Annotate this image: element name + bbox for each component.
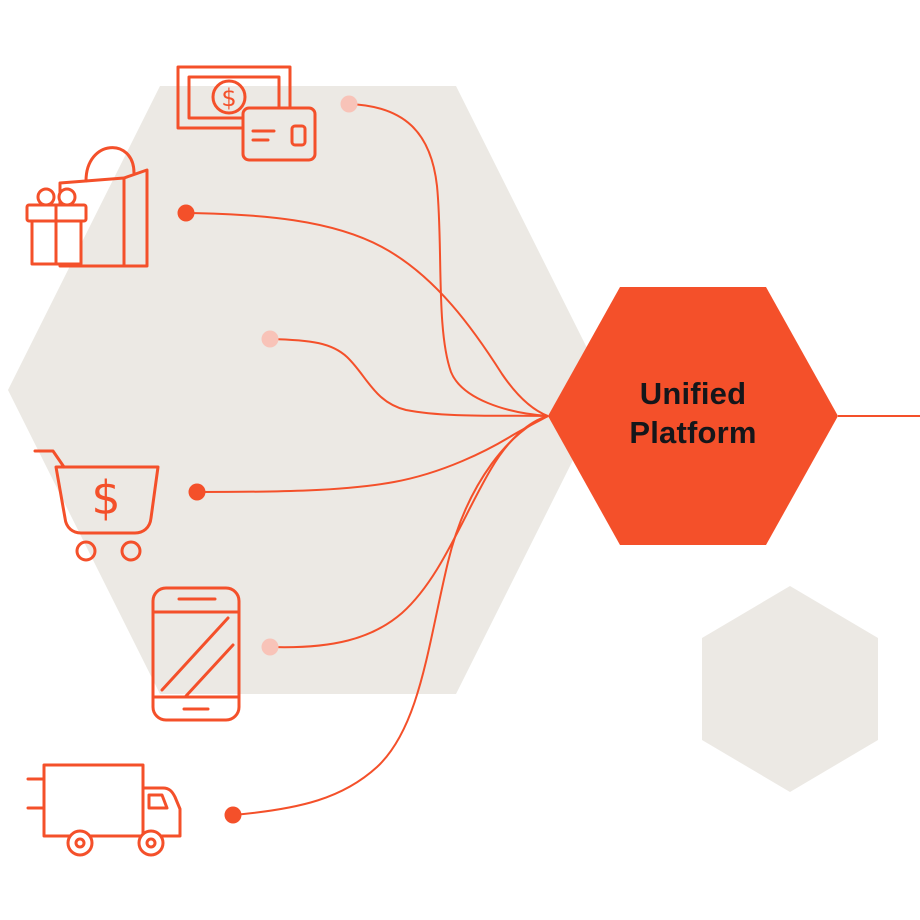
dot-cart <box>188 483 206 501</box>
connector-truck <box>232 415 549 816</box>
truck-cargo-box <box>42 763 145 838</box>
cart-dollar-symbol: $ <box>91 471 120 525</box>
cart-wheel-right <box>120 540 142 562</box>
cart-basket <box>54 465 160 535</box>
connector-banknote <box>348 103 549 417</box>
truck-cab <box>141 786 182 838</box>
truck-wheel-front <box>137 829 165 857</box>
phone-screen-slash-long <box>160 616 230 692</box>
gift-bow-right <box>57 187 77 207</box>
cart-wheel-left <box>75 540 97 562</box>
dot-phone <box>261 638 279 656</box>
dot-middle <box>261 330 279 348</box>
center-node-label-line1: Unified <box>639 376 747 411</box>
truck-cab-window <box>147 793 169 810</box>
banknote-dollar-symbol: $ <box>221 84 236 112</box>
phone-screen-slash-short <box>184 643 235 698</box>
truck-wheel-rear <box>66 829 94 857</box>
unified-platform-hexagon <box>548 287 838 545</box>
shopping-cart-icon: $ <box>33 449 160 562</box>
connector-middle <box>269 338 549 417</box>
dot-bag <box>177 204 195 222</box>
cart-handle <box>33 449 66 469</box>
banknote-and-card-icon: $ <box>176 65 317 162</box>
gift-bow-left <box>36 187 56 207</box>
phone-body <box>151 586 241 722</box>
banknote-circle <box>211 79 247 115</box>
bag-handle <box>84 146 136 183</box>
background-hexagon-large <box>8 86 608 694</box>
connector-dots <box>177 95 358 824</box>
smartphone-icon <box>151 586 241 722</box>
center-node-label: Unified Platform <box>568 374 818 452</box>
background-hexagon-small <box>702 586 878 792</box>
truck-wheel-front-hub <box>145 837 157 849</box>
truck-wheel-rear-hub <box>74 837 86 849</box>
connector-lines <box>185 103 549 816</box>
banknote-outline <box>176 65 292 130</box>
dot-truck <box>224 806 242 824</box>
center-node-label-line2: Platform <box>629 415 757 450</box>
credit-card-outline <box>241 106 317 162</box>
connector-bag <box>185 212 549 417</box>
banknote-inner-border <box>187 75 281 120</box>
credit-card-chip <box>290 124 307 147</box>
dot-banknote <box>340 95 358 113</box>
gift-and-shopping-bag-icon <box>25 146 149 268</box>
delivery-truck-icon <box>26 763 182 857</box>
